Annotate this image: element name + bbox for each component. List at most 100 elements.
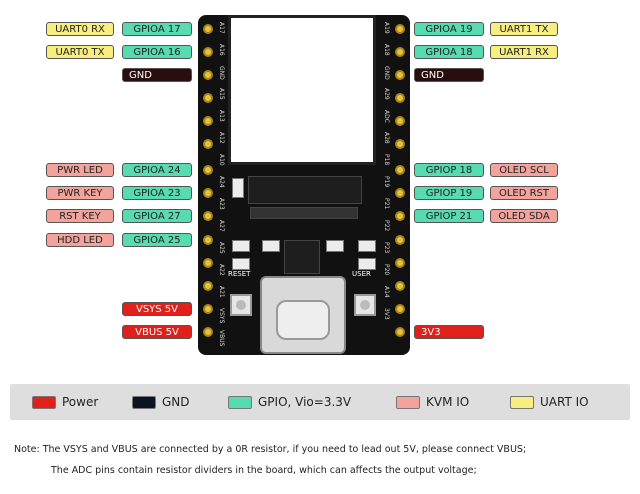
silk-label: P21 [383,198,390,210]
pin [395,211,405,221]
component [232,258,250,270]
label-gpiop-21: GPIOP 21 [414,209,484,223]
pin [395,258,405,268]
fpc-header [250,207,358,219]
silk-label: A18 [383,44,390,56]
silk-label: P19 [383,176,390,188]
label-gpioa-24: GPIOA 24 [122,163,192,177]
legend-swatch-gpio [228,396,252,409]
silk-label: 3V3 [383,308,390,320]
legend-swatch-gnd [132,396,156,409]
label-gpioa-23: GPIOA 23 [122,186,192,200]
silk-label: P18 [383,154,390,166]
label-gpioa-17: GPIOA 17 [122,22,192,36]
label-vbus-5v: VBUS 5V [122,325,192,339]
usb-c-port [276,300,330,340]
silk-label: A25 [218,242,225,254]
label-pwr-key: PWR KEY [46,186,114,200]
silk-label: A13 [218,110,225,122]
legend-label-uart-io: UART IO [540,395,589,409]
label-vsys-5v: VSYS 5V [122,302,192,316]
label-gnd-right: GND [414,68,484,82]
pin [203,188,213,198]
pin [395,93,405,103]
silk-label: A29 [383,88,390,100]
reset-button[interactable] [230,294,252,316]
reset-silk-label: RESET [228,270,251,278]
component [326,240,344,252]
silk-label: GND [218,66,225,80]
label-uart0-rx: UART0 RX [46,22,114,36]
label-oled-sda: OLED SDA [490,209,558,223]
pin [203,327,213,337]
legend-label-kvm-io: KVM IO [426,395,470,409]
label-gnd-left: GND [122,68,192,82]
user-button[interactable] [354,294,376,316]
label-hdd-led: HDD LED [46,233,114,247]
legend-swatch-kvm-io [396,396,420,409]
silk-label: P23 [383,242,390,254]
silk-label: A15 [218,88,225,100]
silk-label: VBUS [218,330,225,347]
label-gpioa-27: GPIOA 27 [122,209,192,223]
legend-swatch-power [32,396,56,409]
label-gpioa-19: GPIOA 19 [414,22,484,36]
pin [203,116,213,126]
silk-label: P20 [383,264,390,276]
silk-label: A12 [218,132,225,144]
silk-label: A19 [383,22,390,34]
silk-label: A28 [383,132,390,144]
led [232,178,244,198]
silk-label: A24 [218,176,225,188]
label-oled-scl: OLED SCL [490,163,558,177]
component [232,240,250,252]
silk-label: GND [383,66,390,80]
silk-label: A10 [218,154,225,166]
pin [395,188,405,198]
pin [203,235,213,245]
pin [203,139,213,149]
label-uart1-tx: UART1 TX [490,22,558,36]
silk-label: A23 [218,198,225,210]
user-silk-label: USER [352,270,371,278]
pin [395,235,405,245]
silk-label: P22 [383,220,390,232]
label-pwr-led: PWR LED [46,163,114,177]
legend-label-power: Power [62,395,99,409]
pin [203,258,213,268]
silk-label: A17 [218,22,225,34]
silk-label: ADC [383,110,390,123]
pin [203,24,213,34]
label-gpioa-16: GPIOA 16 [122,45,192,59]
pin [203,304,213,314]
legend-label-gnd: GND [162,395,190,409]
label-uart1-rx: UART1 RX [490,45,558,59]
pin [395,47,405,57]
label-gpioa-18: GPIOA 18 [414,45,484,59]
pin [395,70,405,80]
label-gpiop-19: GPIOP 19 [414,186,484,200]
pin [395,116,405,126]
silk-label: A14 [383,286,390,298]
pin [395,24,405,34]
note-line-2: The ADC pins contain resistor dividers i… [51,465,477,476]
component [358,240,376,252]
pin [395,304,405,314]
pin [203,211,213,221]
label-3v3: 3V3 [414,325,484,339]
pin [395,139,405,149]
pin [395,327,405,337]
label-gpioa-25: GPIOA 25 [122,233,192,247]
silk-label: VSYS [218,308,225,324]
silk-label: A22 [218,264,225,276]
component [358,258,376,270]
silk-label: A21 [218,286,225,298]
label-uart0-tx: UART0 TX [46,45,114,59]
pin [203,165,213,175]
component [262,240,280,252]
oled-display [228,15,376,165]
legend-label-gpio: GPIO, Vio=3.3V [258,395,352,409]
silk-label: A27 [218,220,225,232]
mcu-chip [284,240,320,274]
note-line-1: Note: The VSYS and VBUS are connected by… [14,444,527,455]
